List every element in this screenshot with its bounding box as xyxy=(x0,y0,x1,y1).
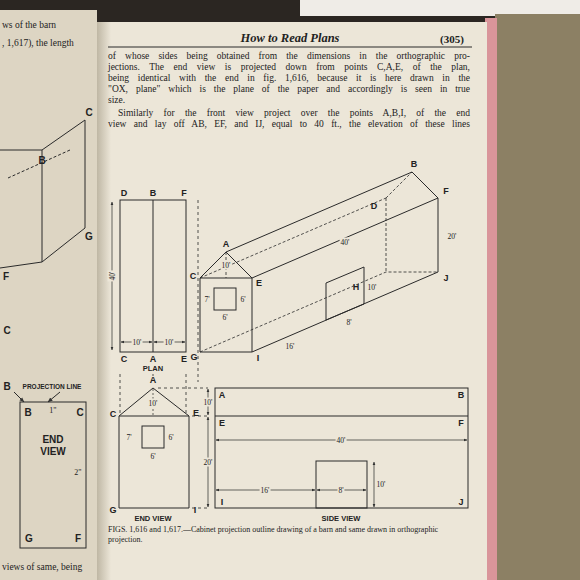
dimension-label: 16' xyxy=(260,486,271,495)
point-letter: J xyxy=(443,273,448,283)
point-letter: D xyxy=(371,201,378,211)
point-letter: G xyxy=(190,352,197,362)
dimension-label: 2" xyxy=(73,468,82,477)
body-text-line: size. xyxy=(108,95,125,106)
point-letter: B xyxy=(411,159,418,169)
view-label: END VIEW xyxy=(33,434,73,458)
point-letter: E xyxy=(193,408,199,418)
point-letter: A xyxy=(150,354,157,364)
dimension-label: 10' xyxy=(376,480,387,489)
dimension-label: 6' xyxy=(221,313,228,322)
dimension-label: 6' xyxy=(149,452,156,461)
body-text-line: , 1,617), the length xyxy=(2,38,74,49)
dimension-label: 10' xyxy=(367,283,378,292)
page-number: (305) xyxy=(440,33,464,45)
dimension-label: 40' xyxy=(336,436,347,445)
point-letter: J xyxy=(458,497,463,507)
point-letter: F xyxy=(458,418,464,428)
dimension-label: 16' xyxy=(285,342,296,351)
point-letter: E xyxy=(219,418,225,428)
point-letter: E xyxy=(181,354,187,364)
dimension-label: 8' xyxy=(345,318,352,327)
dimension-label: 20' xyxy=(203,458,214,467)
dimension-label: 10' xyxy=(164,338,175,347)
body-text-line: ws of the barn xyxy=(2,20,56,31)
dimension-label: 20' xyxy=(447,232,458,241)
point-letter: I xyxy=(257,353,260,363)
point-letter: B xyxy=(24,407,31,418)
point-letter: C xyxy=(85,107,92,118)
point-letter: C xyxy=(3,325,10,336)
point-letter: C xyxy=(190,271,197,281)
body-text-line: "OX, plane" which is the plane of the pa… xyxy=(108,84,470,95)
dimension-label: 40' xyxy=(108,271,117,282)
point-letter: G xyxy=(109,505,116,515)
running-header: How to Read Plans xyxy=(241,31,340,46)
projection-label: PROJECTION LINE xyxy=(22,383,83,390)
point-letter: F xyxy=(181,188,187,198)
point-letter: G xyxy=(25,533,33,544)
point-letter: A xyxy=(150,375,157,385)
point-letter: F xyxy=(443,186,449,196)
dimension-label: 6' xyxy=(167,433,174,442)
point-letter: B xyxy=(38,155,45,166)
body-text-line: Similarly for the front view project ove… xyxy=(118,108,470,119)
dimension-label: 1" xyxy=(48,406,57,415)
body-text-line: jections. The end view is projected down… xyxy=(108,62,470,73)
dimension-label: 10' xyxy=(132,338,143,347)
body-text-line: view and lay off AB, EF, and IJ, equal t… xyxy=(108,119,470,130)
view-label: PLAN xyxy=(142,364,164,373)
point-letter: B xyxy=(150,188,157,198)
point-letter: A xyxy=(219,390,226,400)
figure-caption: FIGS. 1,616 and 1,617.—Cabinet projectio… xyxy=(108,525,458,545)
view-label: END VIEW xyxy=(133,514,172,523)
dimension-label: 10' xyxy=(203,398,214,407)
point-letter: F xyxy=(3,271,9,282)
dimension-label: 40' xyxy=(340,238,351,247)
point-letter: A xyxy=(223,239,230,249)
point-letter: C xyxy=(110,409,117,419)
body-text-line: of whose sides being obtained from the d… xyxy=(108,51,470,62)
point-letter: C xyxy=(76,407,83,418)
point-letter: I xyxy=(194,505,197,515)
point-letter: G xyxy=(85,231,93,242)
point-letter: I xyxy=(221,497,224,507)
point-letter: E xyxy=(256,278,262,288)
point-letter: H xyxy=(353,282,360,292)
point-letter: D xyxy=(121,188,128,198)
body-text-line: being identical with the end in fig. 1,6… xyxy=(108,73,470,84)
point-letter: C xyxy=(121,354,128,364)
dimension-label: 10' xyxy=(221,261,232,270)
dimension-label: 7' xyxy=(125,433,132,442)
view-label: SIDE VIEW xyxy=(321,514,362,523)
body-text-line: views of same, being xyxy=(2,562,82,573)
point-letter: B xyxy=(458,390,465,400)
point-letter: B xyxy=(3,381,10,392)
point-letter: F xyxy=(75,533,81,544)
dimension-label: 10' xyxy=(148,399,159,408)
dimension-label: 7' xyxy=(203,295,210,304)
dimension-label: 6' xyxy=(239,295,246,304)
dimension-label: 8' xyxy=(337,486,344,495)
